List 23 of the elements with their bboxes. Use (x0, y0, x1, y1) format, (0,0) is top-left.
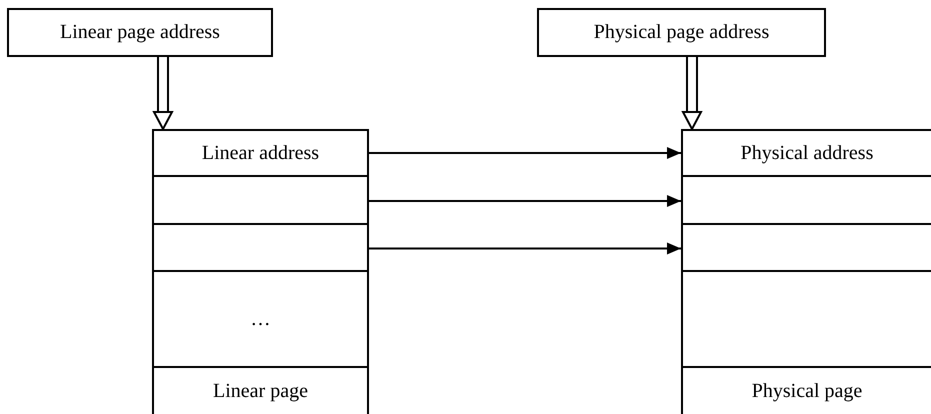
empty-cell-box (681, 272, 931, 368)
hollow-arrow (681, 56, 703, 132)
arrow (369, 242, 681, 254)
table-row-box (152, 368, 369, 414)
row-text: … (250, 306, 270, 332)
row-text: Linear address (202, 140, 320, 166)
empty-cell-box (152, 177, 369, 225)
table-row-box (681, 129, 931, 177)
empty-cell-box (681, 177, 931, 225)
table-row-box (152, 272, 369, 368)
row-text: Physical address (740, 140, 874, 166)
row-text: Physical page (752, 378, 862, 404)
hollow-arrow (152, 56, 174, 132)
label-box (7, 8, 273, 57)
row-text: Linear page (213, 378, 308, 404)
table-row-box (152, 129, 369, 177)
row-text: Physical page address (594, 20, 770, 45)
arrow (369, 147, 681, 159)
empty-cell-box (681, 225, 931, 272)
row-text: Linear page address (60, 20, 220, 45)
label-box (537, 8, 826, 57)
arrow (369, 195, 681, 207)
empty-cell-box (152, 225, 369, 272)
